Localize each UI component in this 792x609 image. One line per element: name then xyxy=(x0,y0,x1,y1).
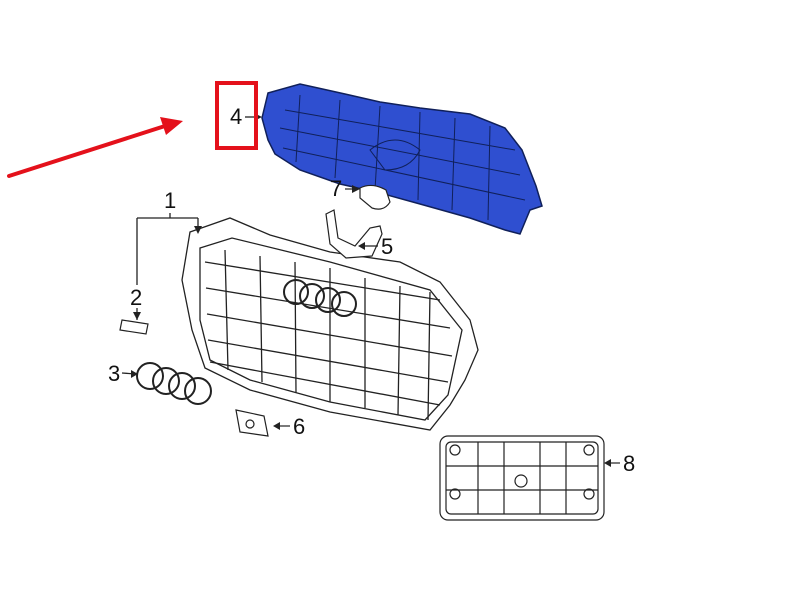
part-5-mounting-bracket xyxy=(325,209,383,259)
callout-5: 5 xyxy=(381,234,394,259)
callout-8: 8 xyxy=(623,451,636,476)
callout-3: 3 xyxy=(108,361,121,386)
part-6-sensor-cover xyxy=(235,409,290,437)
part-4-grille-support-bracket xyxy=(261,83,543,235)
callout-4: 4 xyxy=(230,104,243,129)
part-3-rings-emblem xyxy=(121,362,212,405)
part-8-license-plate-bracket xyxy=(439,435,620,521)
part-2-badge xyxy=(119,319,149,335)
leader-arrows xyxy=(131,113,611,467)
callout-6: 6 xyxy=(293,414,306,439)
callout-2: 2 xyxy=(130,285,143,310)
part-7-clip xyxy=(345,184,391,210)
part-4-highlight-box xyxy=(215,81,258,150)
red-pointer-arrow-icon xyxy=(7,117,183,178)
callout-1: 1 xyxy=(164,188,177,213)
callout-7: 7 xyxy=(330,176,343,201)
part-1-grille-assembly xyxy=(181,217,479,431)
